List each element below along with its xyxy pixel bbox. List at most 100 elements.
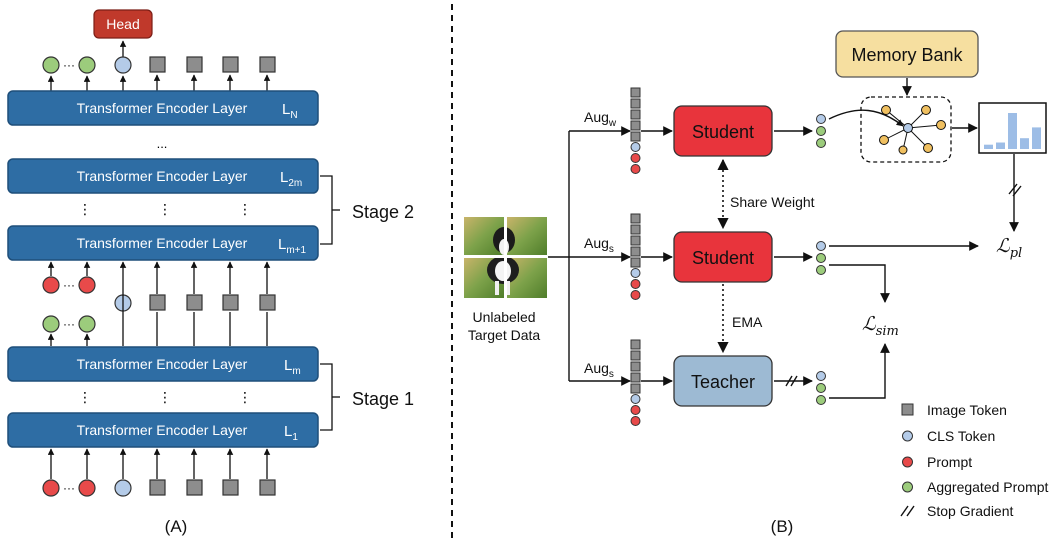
encoder-layer-n <box>7 90 319 126</box>
cls-token-icon <box>902 430 913 442</box>
prompt-icon <box>78 479 96 497</box>
teacher-to-loss-sim-arrow <box>829 343 890 399</box>
data-caption-line2: Target Data <box>468 327 541 343</box>
share-weight-label: Share Weight <box>730 194 815 210</box>
image-token-icon <box>630 361 641 372</box>
svg-text:···: ··· <box>63 58 75 72</box>
image-token-icon <box>186 479 203 496</box>
encoder-layer-title: Transformer Encoder Layer <box>77 356 248 372</box>
cls-token-icon <box>816 114 826 124</box>
aggregated-prompt-icon <box>78 315 96 333</box>
token-stack-weak <box>630 87 641 174</box>
image-token-icon <box>630 109 641 120</box>
prompt-icon <box>902 456 913 468</box>
aggregated-prompt-icon <box>816 265 826 275</box>
vertical-ellipsis: ⋮ <box>158 389 172 405</box>
teacher-model <box>673 355 773 407</box>
encoder-layer-1 <box>7 412 319 448</box>
aug-strong-label-teacher: Augs <box>584 360 614 380</box>
middle-token-row: ··· ··· <box>42 276 276 333</box>
aggregated-prompt-icon <box>816 126 826 136</box>
aug-strong-label: Augs <box>584 235 614 255</box>
to-aggregation-arrow <box>828 109 904 127</box>
histogram-bar <box>1008 113 1017 149</box>
vertical-ellipsis: ⋮ <box>78 201 92 217</box>
stage1-label: Stage 1 <box>352 389 414 409</box>
student-label: Student <box>692 122 754 142</box>
prompt-icon <box>630 153 641 163</box>
vertical-ellipsis: ⋮ <box>158 201 172 217</box>
image-token-icon <box>630 131 641 142</box>
encoder-layer-title: Transformer Encoder Layer <box>77 235 248 251</box>
cls-token-icon <box>816 371 826 381</box>
student-model-middle <box>673 231 773 283</box>
image-token-icon <box>630 339 641 350</box>
image-token-icon <box>259 479 276 496</box>
layer-gap-ellipsis: ... <box>157 136 168 151</box>
stop-gradient-icon <box>1008 183 1022 197</box>
cls-token-icon <box>816 241 826 251</box>
encoder-layer-m-plus-1 <box>7 225 319 261</box>
image-token-icon <box>630 235 641 246</box>
output-tokens-top <box>816 114 826 148</box>
stage1-bracket <box>320 363 333 431</box>
cls-token-icon <box>630 394 641 404</box>
legend: Image Token CLS Token Prompt Aggregated … <box>900 402 1049 519</box>
token-stack-teacher <box>630 339 641 426</box>
panel-a: Head ··· Transformer Encoder Layer LN ..… <box>7 9 414 536</box>
cls-token-icon <box>114 56 132 74</box>
layer-label-1: L1 <box>284 423 298 443</box>
cls-token-icon <box>630 268 641 278</box>
prompt-icon <box>630 405 641 415</box>
encoder-layer-title: Transformer Encoder Layer <box>77 168 248 184</box>
encoder-layer-2m <box>7 158 319 194</box>
output-tokens-middle <box>816 241 826 275</box>
stage2-label: Stage 2 <box>352 202 414 222</box>
aggregated-prompt-icon <box>42 315 60 333</box>
aggregated-prompt-icon <box>42 56 60 74</box>
stage2-bracket <box>320 175 333 245</box>
histogram-bar <box>1020 138 1029 149</box>
output-tokens-teacher <box>816 371 826 405</box>
image-token-icon <box>259 56 276 73</box>
svg-text:···: ··· <box>63 317 75 331</box>
head-label: Head <box>106 16 139 32</box>
to-loss-sim-arrow <box>829 264 890 303</box>
image-token-icon <box>186 294 203 311</box>
image-token-icon <box>222 56 239 73</box>
aggregated-prompt-icon <box>816 253 826 263</box>
student-label: Student <box>692 248 754 268</box>
student-model-top <box>673 105 773 157</box>
image-token-icon <box>149 56 166 73</box>
stop-gradient-icon <box>785 375 798 387</box>
aggregated-prompt-icon <box>816 395 826 405</box>
ema-label: EMA <box>732 314 763 330</box>
image-token-icon <box>630 120 641 131</box>
unlabeled-target-image <box>464 217 547 298</box>
image-token-icon <box>222 294 239 311</box>
prompt-icon <box>630 279 641 289</box>
image-token-icon <box>259 294 276 311</box>
panel-a-label: (A) <box>165 517 188 536</box>
image-token-icon <box>630 213 641 224</box>
svg-text:···: ··· <box>63 481 75 495</box>
memory-bank <box>835 30 979 78</box>
vertical-ellipsis: ⋮ <box>78 389 92 405</box>
data-caption-line1: Unlabeled <box>472 309 535 325</box>
aggregated-prompt-icon <box>902 481 913 493</box>
loss-pl: ℒpl <box>996 235 1022 261</box>
panel-b-label: (B) <box>771 517 794 536</box>
prompt-icon <box>630 164 641 174</box>
aug-weak-label: Augw <box>584 109 617 129</box>
vertical-ellipsis: ⋮ <box>238 201 252 217</box>
vertical-ellipsis: ⋮ <box>238 389 252 405</box>
image-token-icon <box>630 246 641 257</box>
input-token-row: ··· <box>42 479 276 497</box>
image-token-icon <box>630 98 641 109</box>
prompt-icon <box>42 479 60 497</box>
aggregated-prompt-icon <box>816 383 826 393</box>
layer-label-m-plus-1: Lm+1 <box>278 236 307 256</box>
layer-label-2m: L2m <box>280 169 302 189</box>
neighbor-graph <box>879 105 946 155</box>
image-token-icon <box>222 479 239 496</box>
